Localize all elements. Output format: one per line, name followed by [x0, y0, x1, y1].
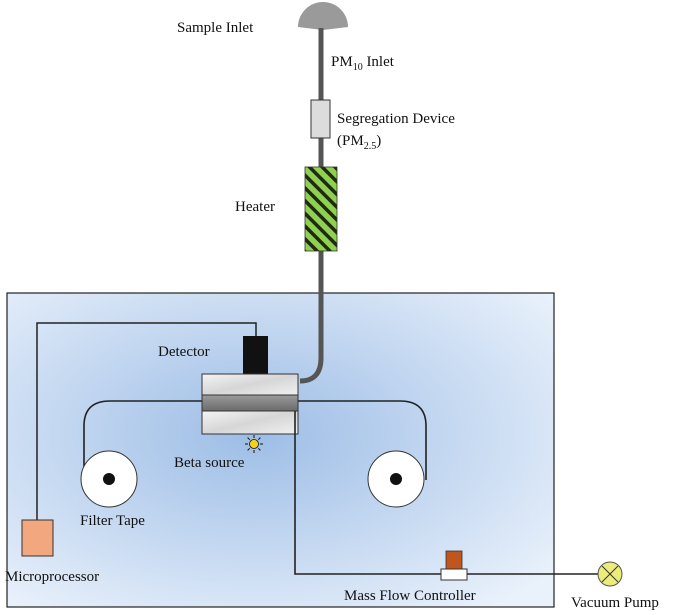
- pm10-subscript: 10: [353, 62, 363, 73]
- sample-tube-bend: [299, 357, 324, 384]
- mass-flow-controller-label: Mass Flow Controller: [344, 588, 476, 604]
- microprocessor: [21, 519, 54, 557]
- filter-tape-right: [298, 400, 427, 480]
- sample-inlet-label: Sample Inlet: [177, 20, 254, 36]
- pm10-suffix: Inlet: [363, 54, 395, 70]
- filter-tape-label: Filter Tape: [80, 513, 145, 529]
- instrument-enclosure: [6, 292, 555, 608]
- supply-reel-hub: [103, 473, 115, 485]
- vacuum-pump-label: Vacuum Pump: [571, 595, 659, 611]
- sampling-chamber-bottom: [201, 410, 299, 435]
- pm25-label: (PM2.5): [337, 133, 381, 152]
- pm10-prefix: PM: [331, 54, 353, 70]
- mass-flow-controller-body: [440, 568, 468, 581]
- heater-label: Heater: [235, 199, 275, 215]
- vacuum-flow-line: [294, 411, 600, 575]
- pm25-subscript: 2.5: [364, 141, 377, 152]
- detector-label: Detector: [158, 344, 210, 360]
- pm25-suffix: ): [376, 133, 381, 149]
- beta-source-label: Beta source: [174, 455, 245, 471]
- mass-flow-controller-valve: [445, 550, 463, 570]
- sample-inlet-cap-icon: [298, 2, 348, 30]
- microprocessor-wire: [36, 322, 257, 520]
- heater: [304, 166, 338, 252]
- pm10-inlet-label: PM10 Inlet: [331, 54, 395, 73]
- microprocessor-label: Microprocessor: [5, 569, 99, 585]
- sampling-chamber-top: [201, 373, 299, 396]
- detector: [243, 336, 268, 374]
- takeup-reel-hub: [390, 473, 402, 485]
- filter-tape: [83, 400, 202, 470]
- filter-tape-path-band: [201, 394, 299, 412]
- segregation-device: [310, 99, 331, 139]
- segregation-device-label: Segregation Device: [337, 111, 455, 127]
- pm25-prefix: (PM: [337, 133, 364, 149]
- vacuum-pump-icon: [597, 561, 623, 587]
- beta-source-sun-icon: [245, 435, 263, 453]
